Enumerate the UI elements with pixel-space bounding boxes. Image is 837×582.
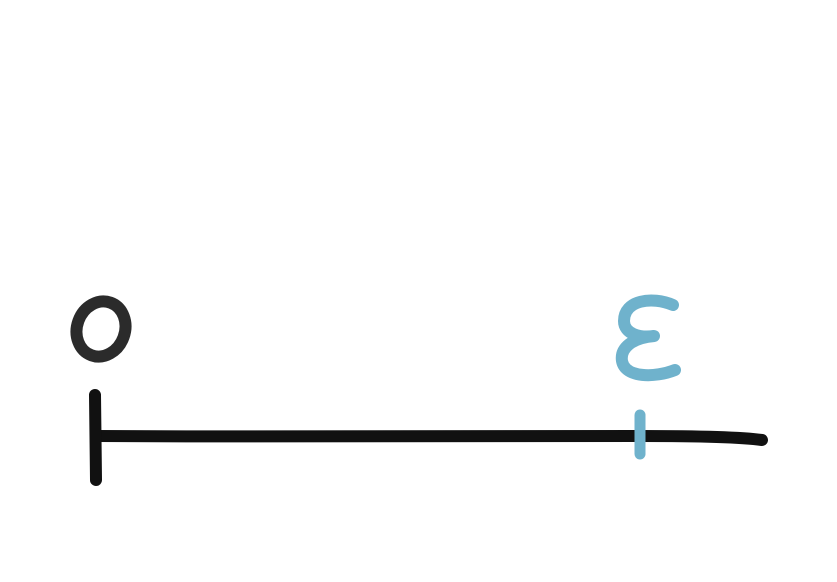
origin-label: 0 xyxy=(70,295,132,363)
number-line xyxy=(91,429,768,446)
origin-zero-glyph xyxy=(70,295,132,363)
epsilon-label: ε xyxy=(615,294,681,382)
origin-tick xyxy=(89,389,102,486)
epsilon-glyph xyxy=(615,294,681,382)
